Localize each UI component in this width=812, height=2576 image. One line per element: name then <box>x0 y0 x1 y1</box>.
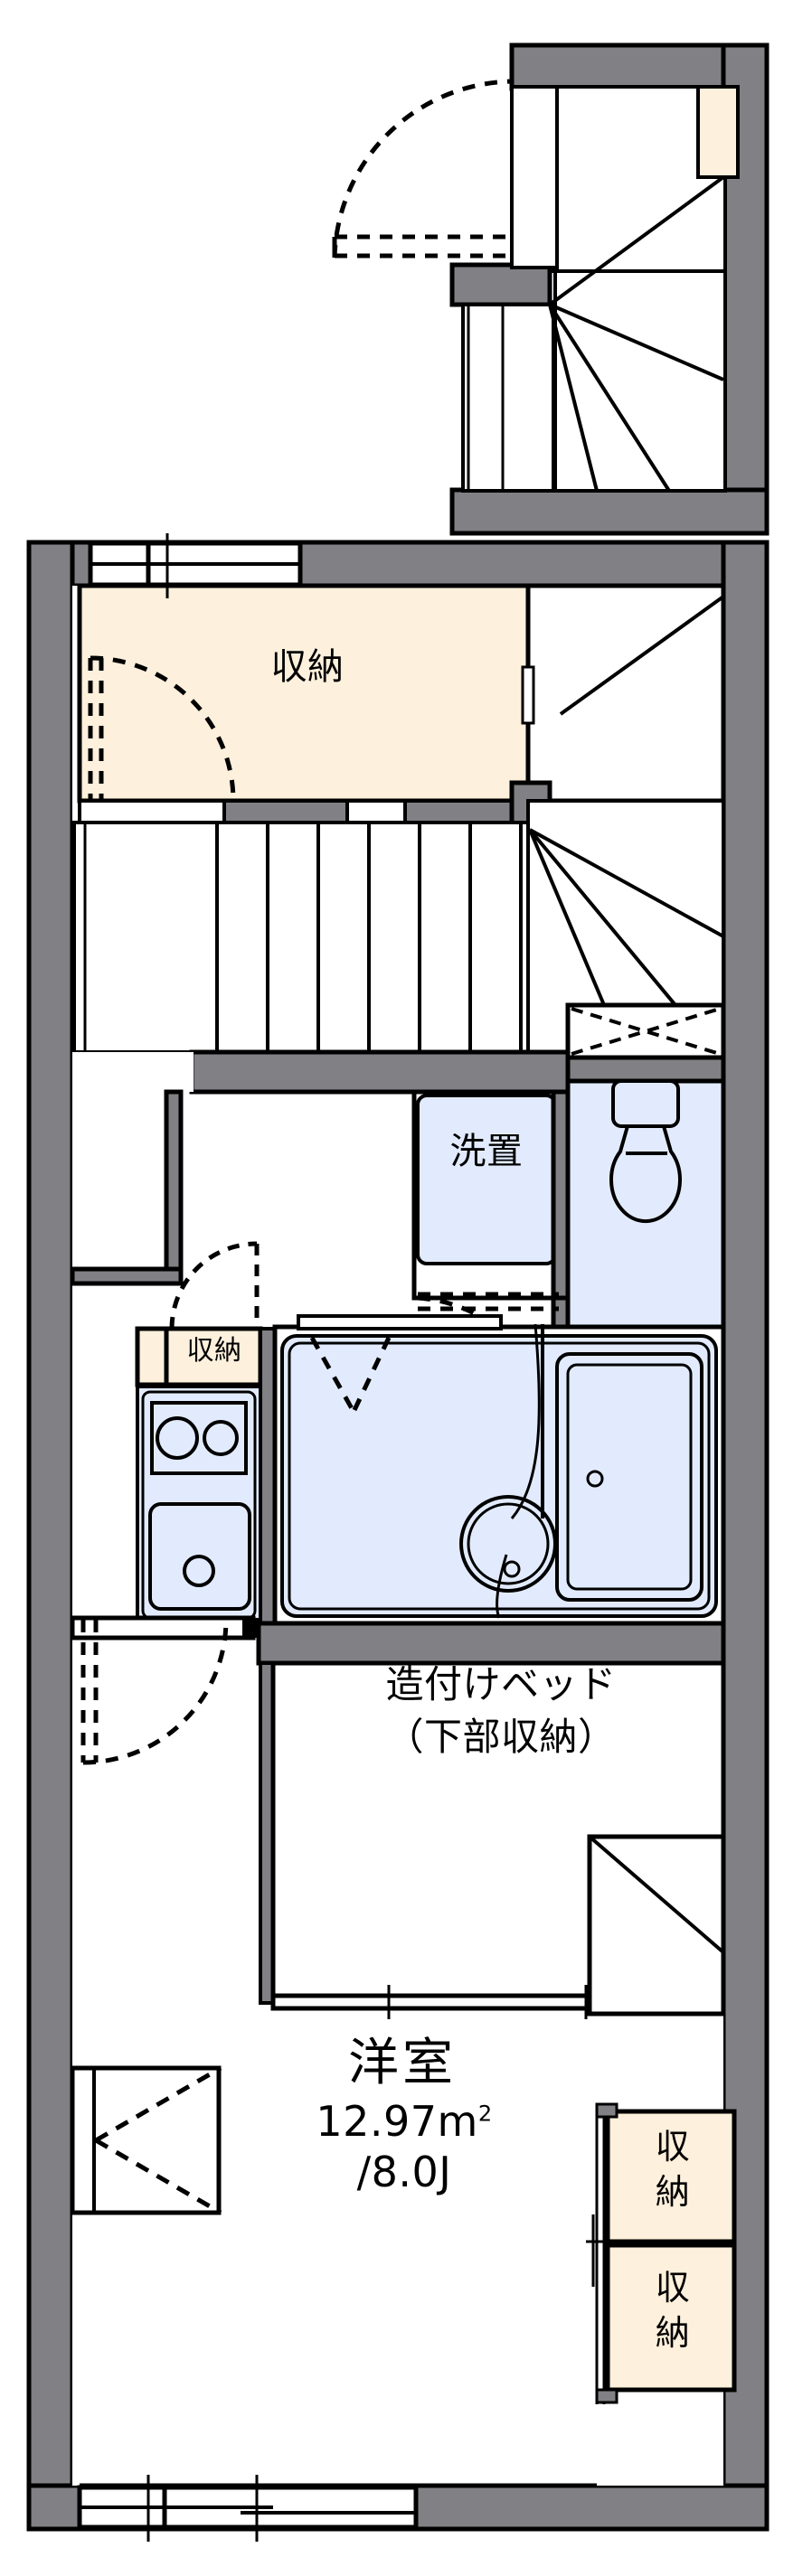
wall-left <box>26 540 75 2532</box>
closet-right-lower <box>605 2242 737 2393</box>
label-laundry: 洗置 <box>449 1131 524 1172</box>
label-main-room: 洋室 <box>348 2034 457 2092</box>
entrance-door-swing <box>80 1619 229 1765</box>
entrance-hall <box>70 1615 260 1765</box>
toilet-small-window <box>565 1002 726 1060</box>
main-room-area-superscript: 2 <box>477 2101 493 2127</box>
hall-opening <box>72 1052 194 1092</box>
bed-top-wall <box>256 1621 726 1666</box>
upper-stair-block <box>332 42 770 536</box>
right-alcove <box>587 1834 726 2017</box>
label-closet-right-upper-2: 納 <box>655 2172 691 2212</box>
hall-partition-vertical <box>164 1089 184 1286</box>
closet-right-upper <box>605 2109 737 2244</box>
closet-sliding-rails <box>586 2117 618 2404</box>
mid-zone <box>70 1002 726 1472</box>
upper-wall-bottom <box>449 487 770 536</box>
label-built-in-bed-line2: （下部収納） <box>385 1715 617 1759</box>
upper-straight-treads <box>461 303 555 493</box>
bathroom-door-swing <box>309 1336 392 1412</box>
label-closet-right-upper-1: 収 <box>655 2127 691 2167</box>
upper-wall-landing-stub <box>449 262 552 307</box>
bathroom-door-threshold <box>297 1314 503 1330</box>
kitchen-unit <box>136 1385 262 1625</box>
main-room-area-value: 12.97m <box>316 2097 478 2146</box>
label-main-room-jo: /8.0J <box>356 2148 452 2196</box>
label-built-in-bed-line1: 造付けベッド <box>385 1662 617 1706</box>
washing-machine-pan <box>416 1094 557 1265</box>
kitchen-bath-zone <box>135 1241 726 1634</box>
label-main-room-area: 12.97m2 <box>264 2097 544 2146</box>
washbasin-fixture <box>459 1323 557 1619</box>
stair-door-gap <box>521 665 535 725</box>
toilet-window-sill <box>565 1055 726 1084</box>
label-kitchen-closet: 収納 <box>186 1335 242 1367</box>
closet-door-swing <box>88 655 236 802</box>
upper-closet-room <box>77 583 531 804</box>
upper-winder-lines <box>548 175 725 493</box>
bathtub-fixture <box>555 1352 703 1602</box>
label-upper-closet: 収納 <box>270 646 345 688</box>
balcony-sliding-window <box>77 2475 419 2542</box>
label-closet-right-lower-1: 収 <box>655 2268 691 2308</box>
top-sliding-window <box>88 533 303 598</box>
upper-entrance-door-swing <box>332 79 513 259</box>
main-stair-straight <box>72 821 530 1054</box>
casement-window <box>70 2065 222 2215</box>
upper-corridor <box>510 85 559 269</box>
kitchen-closet-door-swing <box>169 1241 260 1330</box>
toilet-fixture <box>609 1079 682 1224</box>
upper-closet-box <box>696 85 740 179</box>
main-room-zone <box>70 1834 737 2542</box>
label-closet-right-lower-2: 納 <box>655 2313 691 2353</box>
hall-partition-horizontal <box>70 1266 184 1286</box>
